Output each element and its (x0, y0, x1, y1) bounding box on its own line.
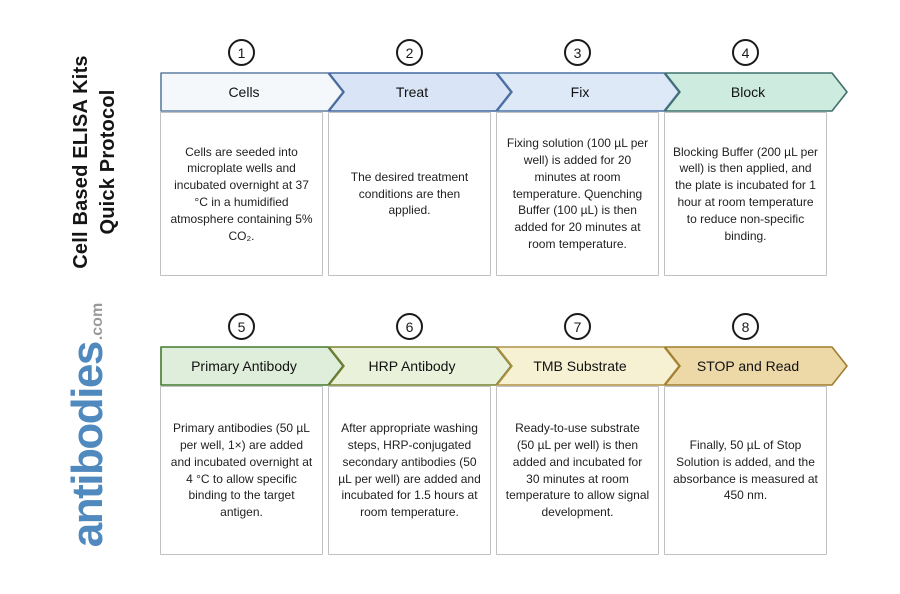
step-number-badge: 7 (564, 313, 591, 340)
step-description: Finally, 50 µL of Stop Solution is added… (673, 437, 818, 503)
step-label: STOP and Read (696, 358, 800, 374)
protocol-row-1: 1 2 3 4 Cells Treat (160, 39, 850, 276)
step-label: TMB Substrate (533, 358, 627, 374)
page-title-line1: Cell Based ELISA Kits (70, 55, 92, 269)
page-title-line2: Quick Protocol (97, 89, 119, 235)
step-number-badge: 5 (228, 313, 255, 340)
step-description: The desired treatment conditions are the… (350, 169, 469, 218)
chevron-arrow-icon (664, 72, 848, 112)
step-description: Primary antibodies (50 µL per well, 1×) … (170, 421, 313, 520)
step-description-box: The desired treatment conditions are the… (328, 112, 491, 276)
step-description-box: Fixing solution (100 µL per well) is add… (496, 112, 659, 276)
step-arrow-row: Cells Treat Fix (160, 72, 850, 112)
step-description: After appropriate washing steps, HRP-con… (338, 421, 481, 520)
step-description: Cells are seeded into microplate wells a… (170, 144, 313, 243)
chevron-arrow-icon (328, 346, 512, 386)
step-number-badge: 2 (396, 39, 423, 66)
step-number-badge: 3 (564, 39, 591, 66)
step-arrow-treat: Treat (328, 72, 512, 112)
step-description-row: Primary antibodies (50 µL per well, 1×) … (160, 386, 850, 555)
step-number-badge: 8 (732, 313, 759, 340)
step-description-row: Cells are seeded into microplate wells a… (160, 112, 850, 276)
step-arrow-hrp-antibody: HRP Antibody (328, 346, 512, 386)
step-label: Fix (570, 84, 590, 100)
step-description: Blocking Buffer (200 µL per well) is the… (673, 144, 818, 243)
brand-logo: antibodies.com (63, 275, 127, 575)
step-arrow-primary-antibody: Primary Antibody (160, 346, 344, 386)
chevron-arrow-icon (496, 346, 680, 386)
step-arrow-block: Block (664, 72, 848, 112)
chevron-arrow-icon (496, 72, 680, 112)
step-description: Fixing solution (100 µL per well) is add… (506, 136, 649, 251)
step-description-box: Cells are seeded into microplate wells a… (160, 112, 323, 276)
step-description-box: Primary antibodies (50 µL per well, 1×) … (160, 386, 323, 555)
chevron-arrow-icon (328, 72, 512, 112)
step-arrow-stop-and-read: STOP and Read (664, 346, 848, 386)
step-description: Ready-to-use substrate (50 µL per well) … (505, 421, 650, 520)
step-label: Block (730, 84, 766, 100)
step-number-badge: 6 (396, 313, 423, 340)
protocol-diagram: 1 2 3 4 Cells Treat (160, 0, 860, 594)
step-description-box: Blocking Buffer (200 µL per well) is the… (664, 112, 827, 276)
step-label: HRP Antibody (368, 358, 456, 374)
step-arrow-fix: Fix (496, 72, 680, 112)
step-description-box: Finally, 50 µL of Stop Solution is added… (664, 386, 827, 555)
step-description-box: Ready-to-use substrate (50 µL per well) … (496, 386, 659, 555)
step-arrow-cells: Cells (160, 72, 344, 112)
step-label: Treat (395, 84, 429, 100)
step-number-row: 5 6 7 8 (160, 313, 850, 340)
step-arrow-row: Primary Antibody HRP Antibody TMB Substr… (160, 346, 850, 386)
step-number-row: 1 2 3 4 (160, 39, 850, 66)
brand-logo-text: antibodies (63, 342, 112, 548)
brand-logo-suffix: .com (89, 302, 106, 341)
step-number-badge: 4 (732, 39, 759, 66)
chevron-arrow-icon (664, 346, 848, 386)
step-description-box: After appropriate washing steps, HRP-con… (328, 386, 491, 555)
step-arrow-tmb-substrate: TMB Substrate (496, 346, 680, 386)
step-number-badge: 1 (228, 39, 255, 66)
step-label: Cells (228, 84, 260, 100)
page-title: Cell Based ELISA Kits Quick Protocol (68, 37, 122, 287)
protocol-row-2: 5 6 7 8 Primary Antibody HRP Antibody (160, 313, 850, 555)
step-label: Primary Antibody (191, 358, 297, 374)
